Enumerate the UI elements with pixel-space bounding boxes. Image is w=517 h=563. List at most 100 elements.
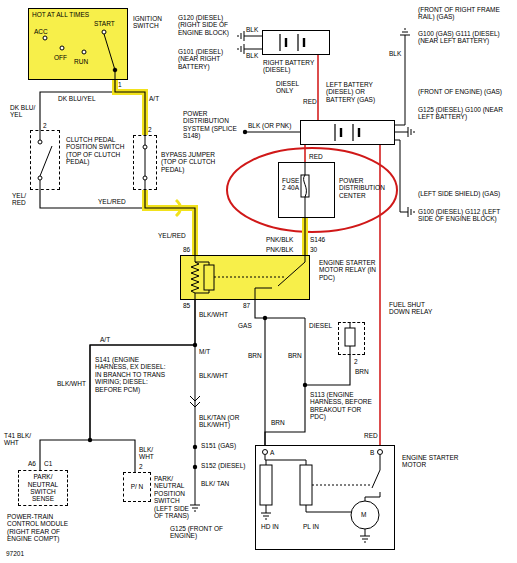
wire-label: S113 (ENGINE HARNESS, BEFORE BREAKOUT FO… — [310, 391, 378, 421]
starter-symbol — [263, 450, 268, 455]
starter-symbol — [260, 450, 383, 537]
wire-label: G101 (DIESEL) (NEAR RIGHT BATTERY) — [178, 48, 236, 70]
switch-symbol — [145, 149, 146, 176]
component-label: PARK/ NEUTRAL SWITCH SENSE — [21, 473, 65, 503]
component-label: HOT AT ALL TIMES — [32, 11, 124, 18]
battery-symbol — [285, 38, 287, 47]
wire-label: (FRONT OF ENGINE) (GAS) — [418, 88, 512, 95]
ground-symbol — [244, 31, 245, 41]
distribution-center: FUSE 2 40APOWER DISTRIBUTION CENTER — [278, 162, 335, 218]
relay-symbol — [345, 328, 355, 346]
wire-label: BLK/TAN (OR BLK/WHT) — [199, 414, 251, 429]
wire-label: S141 (ENGINE HARNESS, EX DIESEL: IN BRAN… — [95, 356, 173, 393]
switch-symbol — [40, 180, 41, 190]
splice-dot — [193, 465, 197, 469]
starter-symbol — [306, 505, 351, 512]
wire-highlight — [302, 218, 308, 255]
wire-label: DK BLU/ YEL — [10, 104, 37, 119]
switch-symbol — [40, 130, 41, 140]
wire-label: POWER DISTRIBUTION SYSTEM (SPLICE S148) — [183, 110, 241, 140]
wire — [305, 218, 306, 255]
ground-symbol — [404, 29, 406, 30]
battery-symbol — [297, 34, 298, 51]
starter-motor: ENGINE STARTER MOTOR — [255, 445, 395, 550]
wire-label: BLK/ TAN — [201, 480, 229, 487]
fuse-symbol — [305, 197, 306, 218]
wire-label: YEL/RED — [98, 198, 126, 205]
starter-symbol — [351, 501, 379, 529]
ground-symbol — [402, 32, 408, 33]
ground-wire — [195, 345, 196, 505]
starter-symbol — [365, 492, 380, 501]
jumper-box: BYPASS JUMPER (TOP OF CLUTCH PEDAL) — [133, 135, 157, 190]
component-label: RIGHT BATTERY (DIESEL) — [263, 59, 319, 74]
wire-label: PL IN — [303, 523, 319, 530]
inline-connector — [190, 396, 200, 401]
starter-symbol — [300, 465, 312, 505]
ground-symbol — [238, 35, 239, 37]
wire-label: A — [270, 449, 274, 456]
ground-symbol — [241, 46, 242, 52]
starter-symbol — [260, 465, 272, 505]
ignition-switch-symbol — [104, 34, 115, 70]
ground-symbol — [414, 131, 415, 133]
inline-connector — [190, 396, 200, 407]
component-label: BYPASS JUMPER (TOP OF CLUTCH PEDAL) — [161, 151, 221, 173]
fuse-symbol — [301, 162, 309, 218]
component-label: ENGINE STARTER MOTOR — [402, 454, 462, 469]
wire-label: BLK/WHT — [199, 372, 228, 379]
wire-label: M/T — [199, 348, 210, 355]
position-switch: P/ NPARK/ NEUTRAL POSITION SWITCH (LEFT … — [123, 472, 151, 502]
wire-label: 86 — [183, 246, 190, 253]
wire-label: BRN — [248, 352, 262, 359]
wire-label: 2 — [43, 122, 47, 129]
wire-label: PNK/BLK — [266, 246, 293, 253]
wire-path — [40, 80, 115, 130]
wire-label: (LEFT SIDE SHIELD) (GAS) — [418, 190, 512, 197]
wire-label: 2 — [354, 358, 358, 365]
ground-symbol — [400, 35, 410, 36]
wire-label: START — [94, 20, 115, 27]
ignition-switch-symbol — [43, 30, 117, 80]
wire-path — [317, 55, 319, 120]
fuse-symbol — [305, 162, 306, 175]
component-label: IGNITION SWITCH — [133, 15, 177, 30]
wire-label: DK BLU/YEL — [58, 95, 96, 102]
highlight — [180, 255, 310, 300]
ground-symbol — [261, 513, 271, 514]
ground-symbol — [414, 211, 415, 213]
ground-symbol — [265, 519, 267, 520]
highlight-circle — [227, 148, 397, 232]
wire-label: S152 (DIESEL) — [201, 462, 245, 469]
ground-symbol — [190, 505, 200, 506]
ground-symbol — [411, 209, 412, 215]
ground-symbol — [360, 536, 370, 537]
starter-symbol — [266, 505, 267, 513]
wire-label: BLK/WHT — [57, 380, 86, 387]
wire-label: 2 — [148, 126, 152, 133]
wire-path — [304, 218, 305, 255]
fuse-symbol — [301, 175, 309, 197]
relay-symbol — [204, 265, 214, 290]
wire-label: A6 — [28, 460, 36, 467]
ground-symbol — [190, 29, 414, 542]
ground-symbol — [362, 539, 368, 540]
wire-label: G100 (DIESEL) G112 (LEFT SIDE OF ENGINE … — [418, 208, 512, 223]
switch-symbol — [143, 176, 147, 180]
ground-symbol — [263, 516, 269, 517]
wire-label: A/T — [149, 95, 159, 102]
wire-label: OFF — [54, 54, 67, 61]
relay-symbol — [278, 255, 305, 286]
battery: LEFT BATTERY (DIESEL) OR BATTERY (GAS) — [300, 120, 395, 145]
wire-label: PNK/BLK — [266, 236, 293, 243]
wire-label: YEL/RED — [158, 232, 186, 239]
ground-wire — [395, 35, 405, 125]
wire — [115, 80, 145, 135]
battery-symbol — [340, 128, 342, 137]
wire-label: RUN — [74, 58, 88, 65]
switch-symbol — [38, 130, 147, 190]
switch-symbol — [38, 140, 42, 144]
switch-symbol — [145, 135, 146, 145]
ignition-switch-symbol — [43, 36, 47, 40]
wire-label: B — [370, 449, 374, 456]
